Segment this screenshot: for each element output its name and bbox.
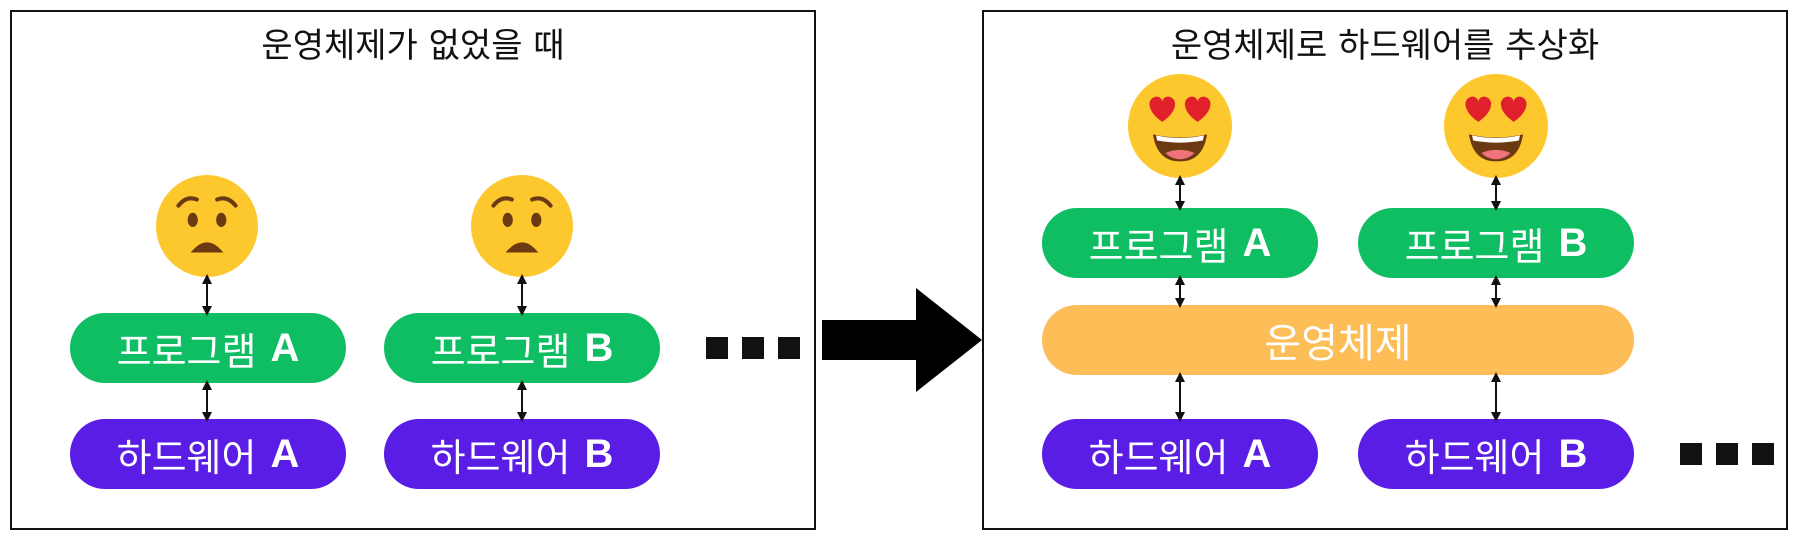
- worried-face-icon: [156, 175, 258, 277]
- hardware-label: 하드웨어: [430, 435, 571, 480]
- program-letter: B: [1558, 220, 1588, 265]
- heart-eyes-face-icon: [1444, 74, 1548, 178]
- os-label: 운영체제: [1264, 321, 1412, 367]
- program-letter: A: [270, 325, 300, 370]
- program-label: 프로그램: [116, 329, 257, 374]
- right-hardware-a: 하드웨어 A: [1042, 419, 1318, 489]
- hardware-label: 하드웨어: [116, 435, 257, 480]
- worried-face-icon: [471, 175, 573, 277]
- transition-arrow-icon: [822, 288, 982, 392]
- program-label: 프로그램: [430, 329, 571, 374]
- os-bar: 운영체제: [1042, 305, 1634, 375]
- program-letter: A: [1242, 220, 1272, 265]
- heart-eyes-face-icon: [1128, 74, 1232, 178]
- right-program-b: 프로그램 B: [1358, 208, 1634, 278]
- hardware-letter: A: [270, 431, 300, 476]
- right-hardware-b: 하드웨어 B: [1358, 419, 1634, 489]
- left-ellipsis: [706, 337, 800, 359]
- program-label: 프로그램: [1404, 224, 1545, 269]
- hardware-label: 하드웨어: [1088, 435, 1229, 480]
- left-program-a: 프로그램 A: [70, 313, 346, 383]
- program-label: 프로그램: [1088, 224, 1229, 269]
- hardware-letter: A: [1242, 431, 1272, 476]
- hardware-label: 하드웨어: [1404, 435, 1545, 480]
- left-panel-title: 운영체제가 없었을 때: [261, 26, 565, 66]
- right-program-a: 프로그램 A: [1042, 208, 1318, 278]
- hardware-letter: B: [1558, 431, 1588, 476]
- left-hardware-b: 하드웨어 B: [384, 419, 660, 489]
- right-ellipsis: [1680, 443, 1774, 465]
- left-program-b: 프로그램 B: [384, 313, 660, 383]
- right-panel-title: 운영체제로 하드웨어를 추상화: [1170, 26, 1600, 66]
- program-letter: B: [584, 325, 614, 370]
- hardware-letter: B: [584, 431, 614, 476]
- left-hardware-a: 하드웨어 A: [70, 419, 346, 489]
